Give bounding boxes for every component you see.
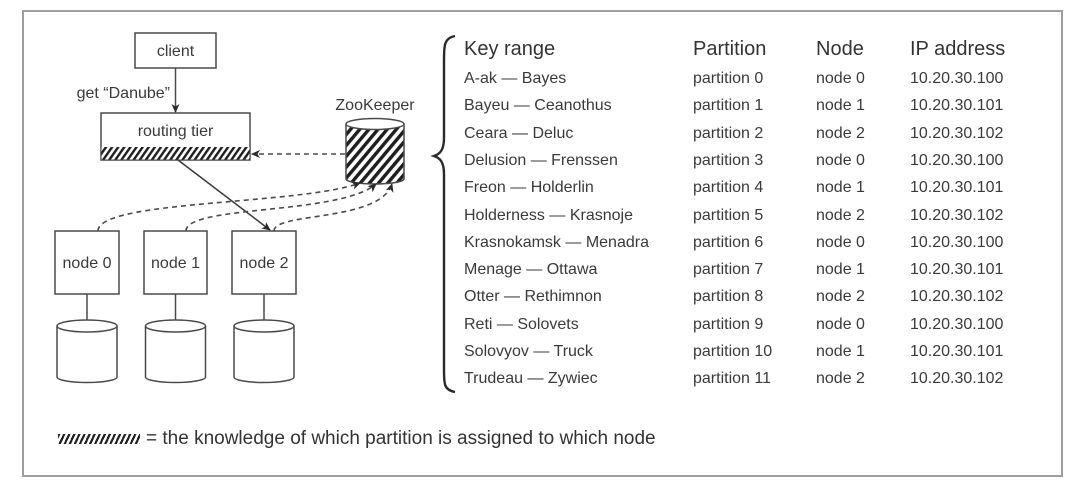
figure-frame — [22, 10, 1063, 477]
key-range-cell: Solovyov — Truck — [464, 343, 593, 360]
partition-cell: partition 11 — [693, 370, 771, 388]
partition-cell: partition 3 — [693, 151, 764, 169]
partition-cell: partition 0 — [693, 70, 764, 87]
node-2-label: node 2 — [240, 255, 289, 272]
partition-cell: partition 2 — [693, 124, 764, 142]
key-range-cell: A-ak — Bayes — [464, 70, 567, 87]
partition-cell: partition 5 — [693, 206, 764, 224]
key-range-cell: Holderness — Krasnoje — [464, 206, 633, 224]
node-1: node 1 — [143, 230, 208, 384]
ip-address-cell: 10.20.30.102 — [910, 206, 1004, 224]
zookeeper-database-icon — [345, 117, 405, 185]
partition-cell: partition 6 — [693, 233, 764, 251]
node-cell: node 1 — [816, 261, 865, 279]
node-2-database-icon — [233, 319, 295, 384]
key-range-cell: Trudeau — Zywiec — [464, 370, 598, 388]
brace-icon — [430, 34, 456, 394]
ip-address-cell: 10.20.30.101 — [910, 97, 1004, 115]
partition-cell: partition 4 — [693, 179, 764, 197]
legend: = the knowledge of which partition is as… — [58, 426, 656, 452]
node-cell: node 2 — [816, 124, 865, 142]
partition-cell: partition 8 — [693, 288, 764, 306]
key-range-cell: Otter — Rethimnon — [464, 288, 602, 306]
node-1-database-icon — [144, 319, 207, 384]
client-box: client — [134, 32, 217, 69]
node-cell: node 2 — [816, 370, 865, 388]
key-range-cell: Krasnokamsk — Menadra — [464, 233, 649, 251]
key-range-cell: Freon — Holderlin — [464, 179, 594, 197]
header-key-range: Key range — [464, 38, 556, 60]
node-cell: node 0 — [816, 233, 865, 251]
ip-address-cell: 10.20.30.101 — [910, 179, 1004, 197]
node-cell: node 2 — [816, 288, 865, 306]
node-cell: node 1 — [816, 179, 865, 197]
node-0-label: node 0 — [63, 255, 112, 272]
node-cell: node 1 — [816, 343, 865, 360]
node-2: node 2 — [231, 230, 297, 384]
ip-address-cell: 10.20.30.100 — [910, 151, 1004, 169]
routing-tier-partition-knowledge — [101, 147, 250, 160]
node2-to-zookeeper-arrow — [273, 183, 394, 232]
routing-tier-label: routing tier — [138, 123, 214, 140]
client-label: client — [157, 43, 195, 60]
ip-address-cell: 10.20.30.100 — [910, 233, 1004, 251]
partition-cell: partition 7 — [693, 261, 764, 279]
zookeeper-label: ZooKeeper — [335, 97, 415, 114]
hatch-pattern-icon — [58, 434, 140, 444]
partition-cell: partition 10 — [693, 343, 773, 360]
key-range-cell: Ceara — Deluc — [464, 124, 574, 142]
header-ip-address: IP address — [910, 38, 1006, 60]
header-partition: Partition — [693, 38, 767, 60]
key-range-cell: Menage — Ottawa — [464, 261, 598, 279]
partition-cell: partition 9 — [693, 315, 764, 333]
node-1-label: node 1 — [151, 255, 200, 272]
key-range-cell: Reti — Solovets — [464, 315, 579, 333]
routing-tier-box: routing tier — [100, 112, 251, 161]
node-0-database-icon — [56, 319, 118, 384]
key-range-cell: Bayeu — Ceanothus — [464, 97, 612, 115]
node-cell: node 0 — [816, 70, 865, 87]
routing-to-node2-arrow — [177, 159, 271, 231]
node-cell: node 0 — [816, 315, 865, 333]
partition-cell: partition 1 — [693, 97, 764, 115]
ip-address-cell: 10.20.30.100 — [910, 70, 1004, 87]
header-node: Node — [816, 38, 864, 60]
node-0: node 0 — [54, 230, 120, 384]
request-label: get “Danube” — [77, 85, 170, 102]
ip-address-cell: 10.20.30.102 — [910, 124, 1004, 142]
node-cell: node 2 — [816, 206, 865, 224]
ip-address-cell: 10.20.30.102 — [910, 370, 1004, 388]
node0-to-zookeeper-arrow — [97, 181, 361, 232]
node-cell: node 0 — [816, 151, 865, 169]
ip-address-cell: 10.20.30.101 — [910, 343, 1004, 360]
legend-text: = the knowledge of which partition is as… — [146, 428, 656, 449]
ip-address-cell: 10.20.30.100 — [910, 315, 1004, 333]
node1-to-zookeeper-arrow — [185, 183, 377, 232]
node-cell: node 1 — [816, 97, 865, 115]
key-range-cell: Delusion — Frenssen — [464, 151, 618, 169]
ip-address-cell: 10.20.30.101 — [910, 261, 1004, 279]
ip-address-cell: 10.20.30.102 — [910, 288, 1004, 306]
